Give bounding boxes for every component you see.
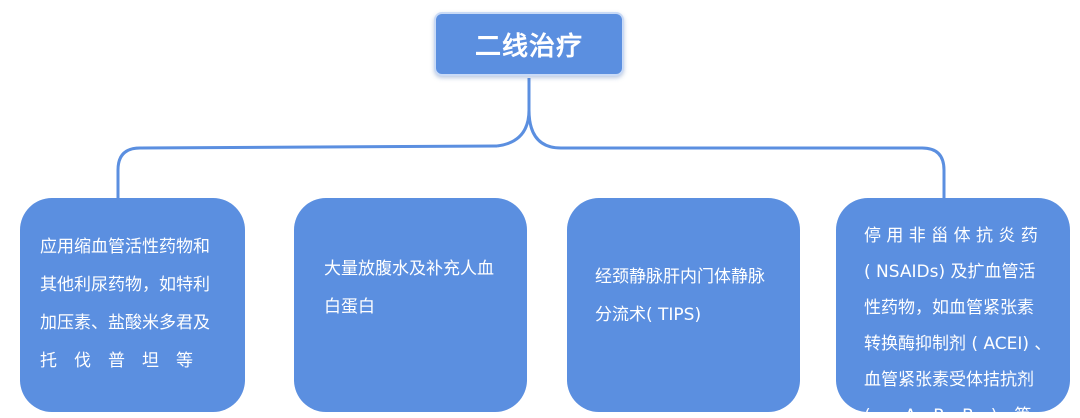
child-node-paracentesis-albumin[interactable]: 大量放腹水及补充人血 白蛋白 [294,198,527,412]
child-node-vasoactive-drugs[interactable]: 应用缩血管活性药物和 其他利尿药物，如特利 加压素、盐酸米多君及 托 伐 普 坦… [20,198,245,412]
child-node-label: 应用缩血管活性药物和 其他利尿药物，如特利 加压素、盐酸米多君及 托 伐 普 坦… [40,237,210,371]
child-node-label: 经颈静脉肝内门体静脉 分流术( TIPS) [595,267,765,325]
child-node-label: 停 用 非 甾 体 抗 炎 药 ( NSAIDs) 及扩血管活 性药物，如血管紧… [864,226,1052,412]
connector-root-to-bus [496,78,531,148]
root-node-label: 二线治疗 [474,31,583,62]
root-node[interactable]: 二线治疗 [434,12,624,76]
child-node-tips[interactable]: 经颈静脉肝内门体静脉 分流术( TIPS) [567,198,800,412]
child-node-label: 大量放腹水及补充人血 白蛋白 [324,259,494,317]
connector-bus-right [561,146,946,198]
child-node-stop-nsaids[interactable]: 停 用 非 甾 体 抗 炎 药 ( NSAIDs) 及扩血管活 性药物，如血管紧… [836,198,1070,412]
connector-bus-left [116,109,562,198]
